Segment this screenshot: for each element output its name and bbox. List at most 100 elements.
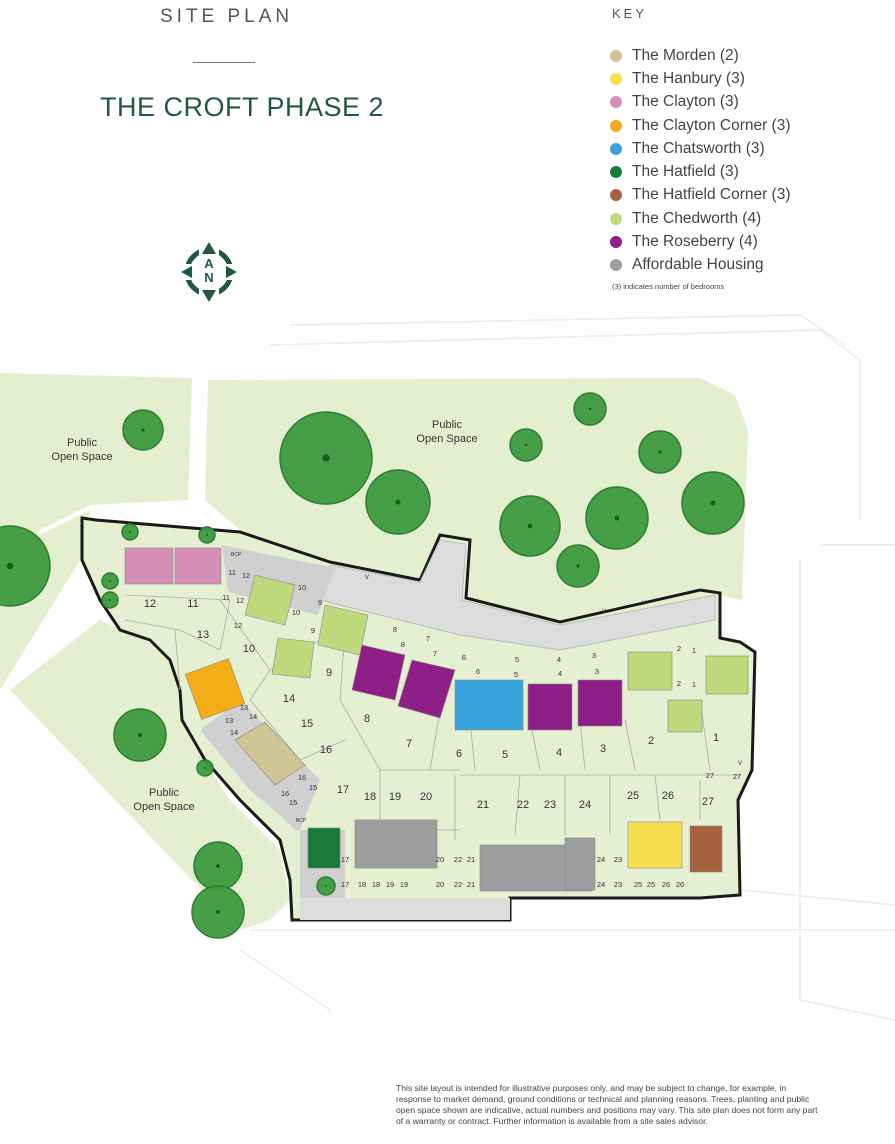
plot-number: 7 (406, 738, 412, 750)
open-space-label-sw-line2: Open Space (133, 801, 194, 813)
shared-surface-north (222, 545, 335, 615)
plot-number: 19 (389, 791, 401, 803)
key-title: KEY (612, 6, 648, 21)
parking-number: 16 (281, 789, 289, 798)
key-swatch-icon (610, 96, 622, 109)
parking-number: 20 (436, 855, 444, 864)
parking-number: 7 (426, 634, 430, 643)
parking-number: 9 (318, 598, 322, 607)
parking-number: 22 (454, 855, 462, 864)
parking-number: 2 (677, 679, 681, 688)
plot-number: 5 (502, 749, 508, 761)
house-plot-7 (397, 659, 456, 719)
key-swatch-icon (610, 212, 622, 225)
key-swatch-icon (610, 49, 622, 62)
header-divider (193, 62, 255, 63)
plot-number: 2 (648, 735, 654, 747)
house-plot-17 (307, 827, 341, 869)
tree-trunk-icon (215, 909, 221, 915)
tree-icon (193, 841, 243, 891)
tree-icon (198, 526, 216, 544)
parking-number: 14 (249, 712, 257, 721)
tree-trunk-icon (216, 864, 220, 868)
plot-number: 8 (364, 713, 370, 725)
parking-number: 18 (358, 880, 366, 889)
open-space-label-nw-line2: Open Space (51, 451, 112, 463)
tree-icon (365, 469, 431, 535)
compass-letter-n: N (204, 270, 213, 285)
plot-number: 13 (197, 629, 209, 641)
house-plot-24b (564, 837, 596, 891)
tree-icon (191, 885, 245, 939)
open-space-label-north-line1: Public (432, 419, 462, 431)
key-item-label: The Hatfield (3) (632, 163, 739, 181)
tree-icon (638, 430, 682, 474)
open-space-label-nw-line1: Public (67, 437, 97, 449)
parking-number: 5 (515, 655, 519, 664)
parking-number: 8 (393, 625, 397, 634)
plot-number: 18 (364, 791, 376, 803)
key-swatch-icon (610, 72, 622, 85)
parking-number: 24 (597, 855, 605, 864)
disclaimer-text: This site layout is intended for illustr… (396, 1083, 818, 1126)
parking-number: 17 (341, 880, 349, 889)
parking-number: 26 (676, 880, 684, 889)
house-plot-6-5 (454, 679, 524, 731)
north-compass-icon: A N (181, 242, 237, 302)
key-item: The Clayton (3) (610, 91, 791, 114)
background-roads (239, 314, 895, 1021)
tree-trunk-icon (395, 499, 401, 505)
open-space-label-north-line2: Open Space (416, 433, 477, 445)
key-swatch-icon (610, 236, 622, 249)
tree-icon (279, 411, 373, 505)
plot-number: 11 (187, 598, 198, 610)
house-plot-10 (244, 574, 296, 626)
tree-icon (0, 525, 51, 607)
key-item-label: The Clayton Corner (3) (632, 116, 791, 134)
key-item-label: The Roseberry (4) (632, 233, 758, 251)
tree-trunk-icon (527, 523, 533, 529)
parking-number: 20 (436, 880, 444, 889)
parking-number: 18 (372, 880, 380, 889)
visitor-labels: V V V V (365, 575, 742, 767)
plot-number: 15 (301, 718, 313, 730)
key-item-label: The Chedworth (4) (632, 209, 762, 227)
parking-number: 1 (692, 646, 696, 655)
trees (0, 392, 745, 939)
parking-number: 15 (289, 798, 297, 807)
tree-trunk-icon (206, 534, 208, 536)
open-space-west-strip (0, 510, 90, 690)
tree-icon (556, 544, 600, 588)
bcp-label-north: BCP (231, 552, 242, 558)
house-plot-1 (705, 655, 749, 695)
page-title: THE CROFT PHASE 2 (100, 92, 385, 122)
house-plot-14-15 (234, 721, 306, 786)
parking-number: 10 (298, 583, 306, 592)
tree-trunk-icon (325, 885, 327, 887)
tree-icon (585, 486, 649, 550)
key-item: The Hanbury (3) (610, 67, 791, 90)
house-plot-9b (271, 637, 315, 679)
plot-number: 3 (600, 743, 606, 755)
key-swatch-icon (610, 119, 622, 132)
parking-number: 19 (386, 880, 394, 889)
plot-number: 25 (627, 790, 639, 802)
key-item-label: The Morden (2) (632, 46, 739, 64)
plot-number: 22 (517, 799, 529, 811)
key-swatch-icon (610, 142, 622, 155)
tree-trunk-icon (588, 407, 592, 411)
parking-number: 10 (292, 608, 300, 617)
parking-number: 21 (467, 880, 475, 889)
site-plan-label: SITE PLAN (160, 6, 294, 27)
development-boundary (80, 516, 757, 922)
tree-trunk-icon (141, 428, 145, 432)
tree-trunk-icon (109, 580, 111, 582)
key-item: The Hatfield (3) (610, 160, 791, 183)
tree-icon (101, 572, 119, 590)
key-item: Affordable Housing (610, 254, 791, 277)
parking-number: 26 (662, 880, 670, 889)
parking-number: 25 (634, 880, 642, 889)
key-swatch-icon (610, 189, 622, 202)
parking-number: 25 (647, 880, 655, 889)
